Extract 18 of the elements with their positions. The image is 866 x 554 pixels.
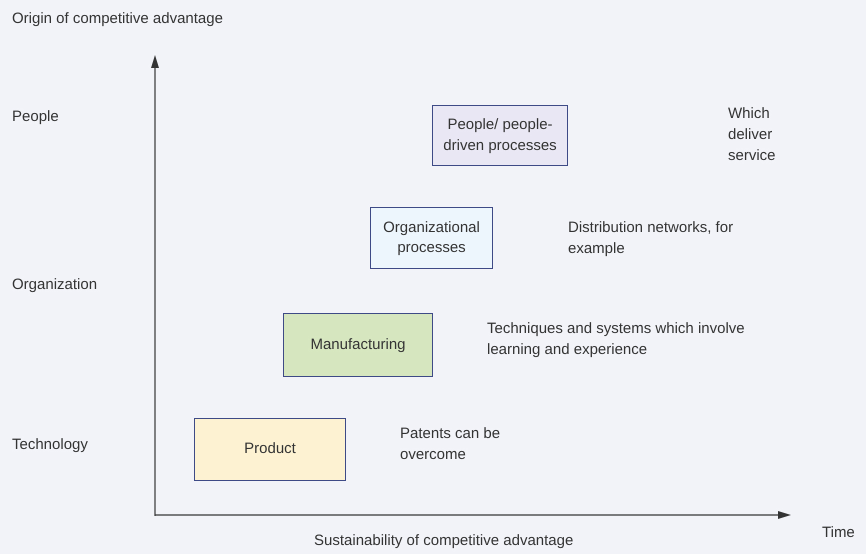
annotation-text: Techniques and systems which involve learning and experience <box>487 319 746 360</box>
category-box <box>432 105 568 166</box>
box-label: Manufacturing <box>309 334 407 355</box>
annotation-text: Which deliver service <box>728 104 777 166</box>
axis-label: Time <box>822 523 855 543</box>
box-label: Product <box>243 439 297 460</box>
category-box <box>283 313 433 377</box>
annotation-text: Distribution networks, for example <box>568 218 734 259</box>
axis-category-label: Technology <box>12 435 88 455</box>
category-box <box>370 207 493 269</box>
axis-title: Origin of competitive advantage <box>12 9 223 29</box>
axis-category-label: People <box>12 107 59 127</box>
axis-title: Sustainability of competitive advantage <box>314 531 574 551</box>
category-box <box>194 418 346 481</box>
box-label: People/ people-driven processes <box>442 115 558 156</box>
box-label: Organizational processes <box>382 218 481 258</box>
axis-category-label: Organization <box>12 275 98 295</box>
annotation-text: Patents can be overcome <box>400 424 502 465</box>
